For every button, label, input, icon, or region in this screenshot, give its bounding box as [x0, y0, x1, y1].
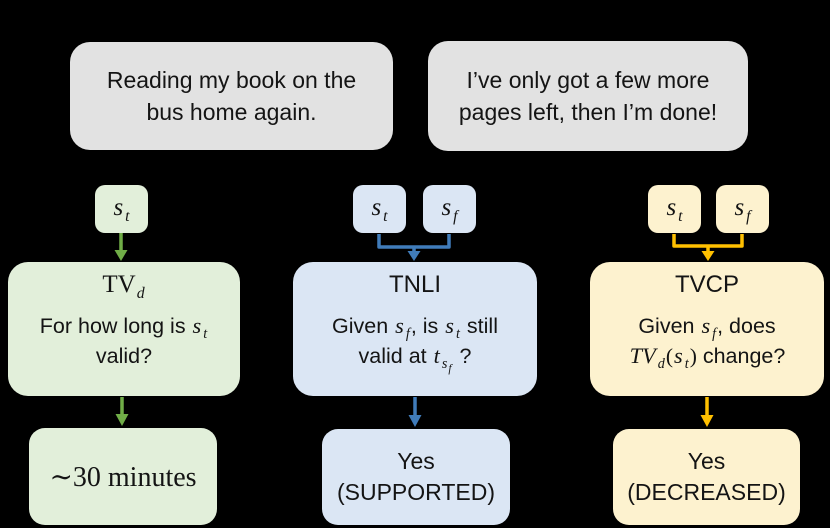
tvd-answer-box: ∼30 minutes [29, 428, 217, 525]
tvd-title: TVd [102, 271, 145, 302]
green-arrow-chip-to-task [114, 233, 128, 261]
green-arrow-task-to-answer [115, 397, 129, 426]
blue-bracket-connector [377, 234, 451, 261]
gold-bracket-connector [672, 234, 744, 261]
tvcp-answer-box: Yes(DECREASED) [613, 429, 800, 525]
tnli-title: TNLI [388, 271, 441, 298]
blue-arrow-task-to-answer [408, 397, 422, 427]
tvcp-title: TVCP [674, 271, 739, 298]
gold-arrow-task-to-answer [700, 397, 714, 427]
tnli-answer-box: Yes(SUPPORTED) [322, 429, 510, 525]
